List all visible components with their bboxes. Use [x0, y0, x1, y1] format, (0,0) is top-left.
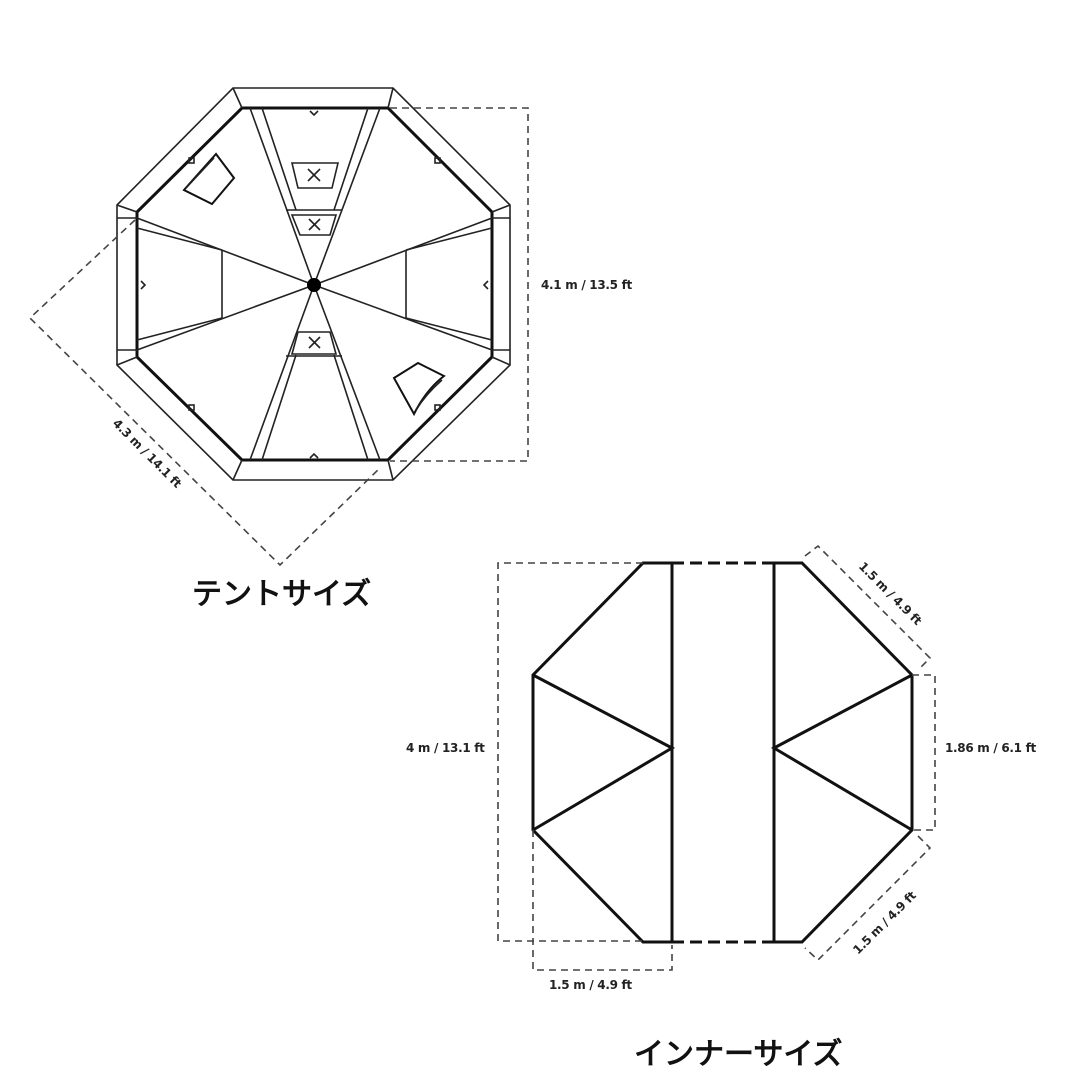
- vent-window-middle: [290, 214, 338, 236]
- inner-left-triangle: [532, 673, 676, 832]
- inner-side-height-dimension-line: [912, 674, 936, 831]
- tent-size-title: テントサイズ: [192, 577, 371, 612]
- skylight-window-bottom-right: [392, 361, 446, 417]
- skylight-window-top-left: [182, 152, 236, 206]
- inner-size-title: インナーサイズ: [634, 1037, 843, 1072]
- inner-right-triangle: [770, 673, 913, 832]
- vent-window-upper: [290, 162, 340, 189]
- tent-diagonal-label: 4.3 m / 14.1 ft: [110, 416, 185, 491]
- tent-height-label: 4.1 m / 13.5 ft: [541, 278, 632, 292]
- center-pole: [307, 278, 321, 292]
- vent-window-lower: [290, 331, 338, 355]
- inner-bottom-diagonal-dimension-line: [804, 835, 932, 962]
- inner-right-outline: [774, 561, 914, 944]
- tent-bands: [286, 209, 342, 357]
- tent-top-view: 4.1 m / 13.5 ft 4.3 m / 14.1 ft テントサイズ: [28, 87, 633, 612]
- inner-bottom-width-label: 1.5 m / 4.9 ft: [549, 978, 632, 992]
- inner-bottom-diagonal-label: 1.5 m / 4.9 ft: [850, 888, 919, 957]
- inner-top-diagonal-dimension-line: [804, 544, 932, 671]
- inner-height-label: 4 m / 13.1 ft: [406, 741, 485, 755]
- inner-bottom-width-dimension-line: [532, 830, 673, 971]
- tent-diagonal-dimension-line: [28, 219, 381, 567]
- stake-markers: [140, 110, 489, 459]
- inner-side-height-label: 1.86 m / 6.1 ft: [945, 741, 1036, 755]
- tent-height-dimension-line: [390, 107, 529, 462]
- tent-corner-links: [116, 87, 511, 481]
- tent-side-doors: [221, 250, 407, 318]
- inner-tent-view: 4 m / 13.1 ft 1.5 m / 4.9 ft 1.86 m / 6.…: [406, 544, 1037, 1072]
- inner-left-outline: [531, 561, 672, 944]
- tent-spokes: [136, 107, 493, 461]
- inner-height-dimension-line: [497, 562, 643, 942]
